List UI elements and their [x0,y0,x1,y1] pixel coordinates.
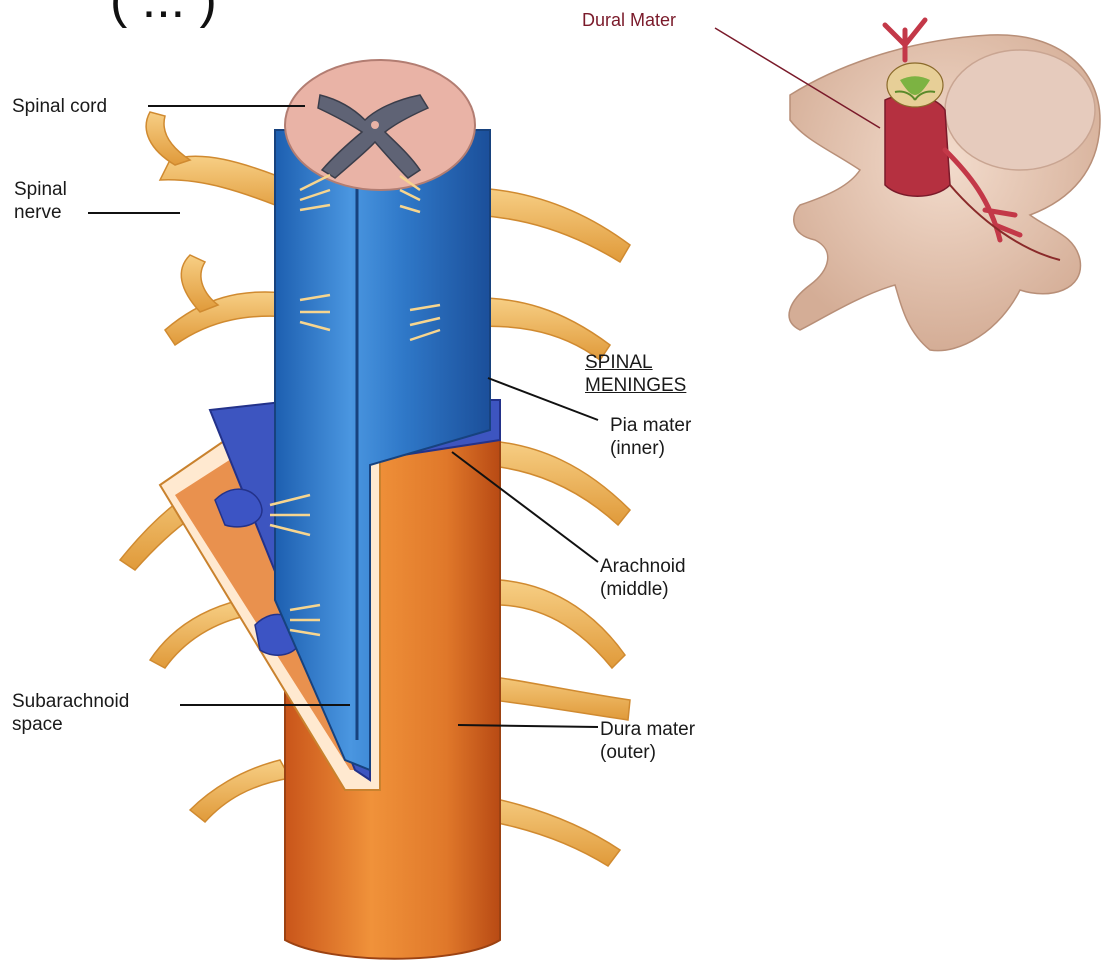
label-spinal-nerve-line1: Spinal [14,178,67,201]
label-pia-mater: Pia mater (inner) [610,414,691,460]
label-subarachnoid-line2: space [12,713,129,736]
label-arachnoid-line1: Arachnoid [600,555,686,578]
label-dura-line1: Dura mater [600,718,695,741]
dural-sac [885,95,950,196]
heading-line2: MENINGES [585,374,686,397]
label-spinal-cord: Spinal cord [12,95,107,118]
label-dural-mater: Dural Mater [582,10,676,31]
label-dura-line2: (outer) [600,741,695,764]
label-pia-line2: (inner) [610,437,691,460]
heading-line1: SPINAL [585,351,686,374]
heading-spinal-meninges: SPINAL MENINGES [585,351,686,397]
label-pia-line1: Pia mater [610,414,691,437]
label-subarachnoid-space: Subarachnoid space [12,690,129,736]
label-arachnoid: Arachnoid (middle) [600,555,686,601]
label-subarachnoid-line1: Subarachnoid [12,690,129,713]
label-spinal-nerve: Spinal nerve [14,178,67,224]
label-dura-mater: Dura mater (outer) [600,718,695,764]
label-arachnoid-line2: (middle) [600,578,686,601]
label-spinal-nerve-line2: nerve [14,201,67,224]
vertebra-illustration [789,20,1100,351]
